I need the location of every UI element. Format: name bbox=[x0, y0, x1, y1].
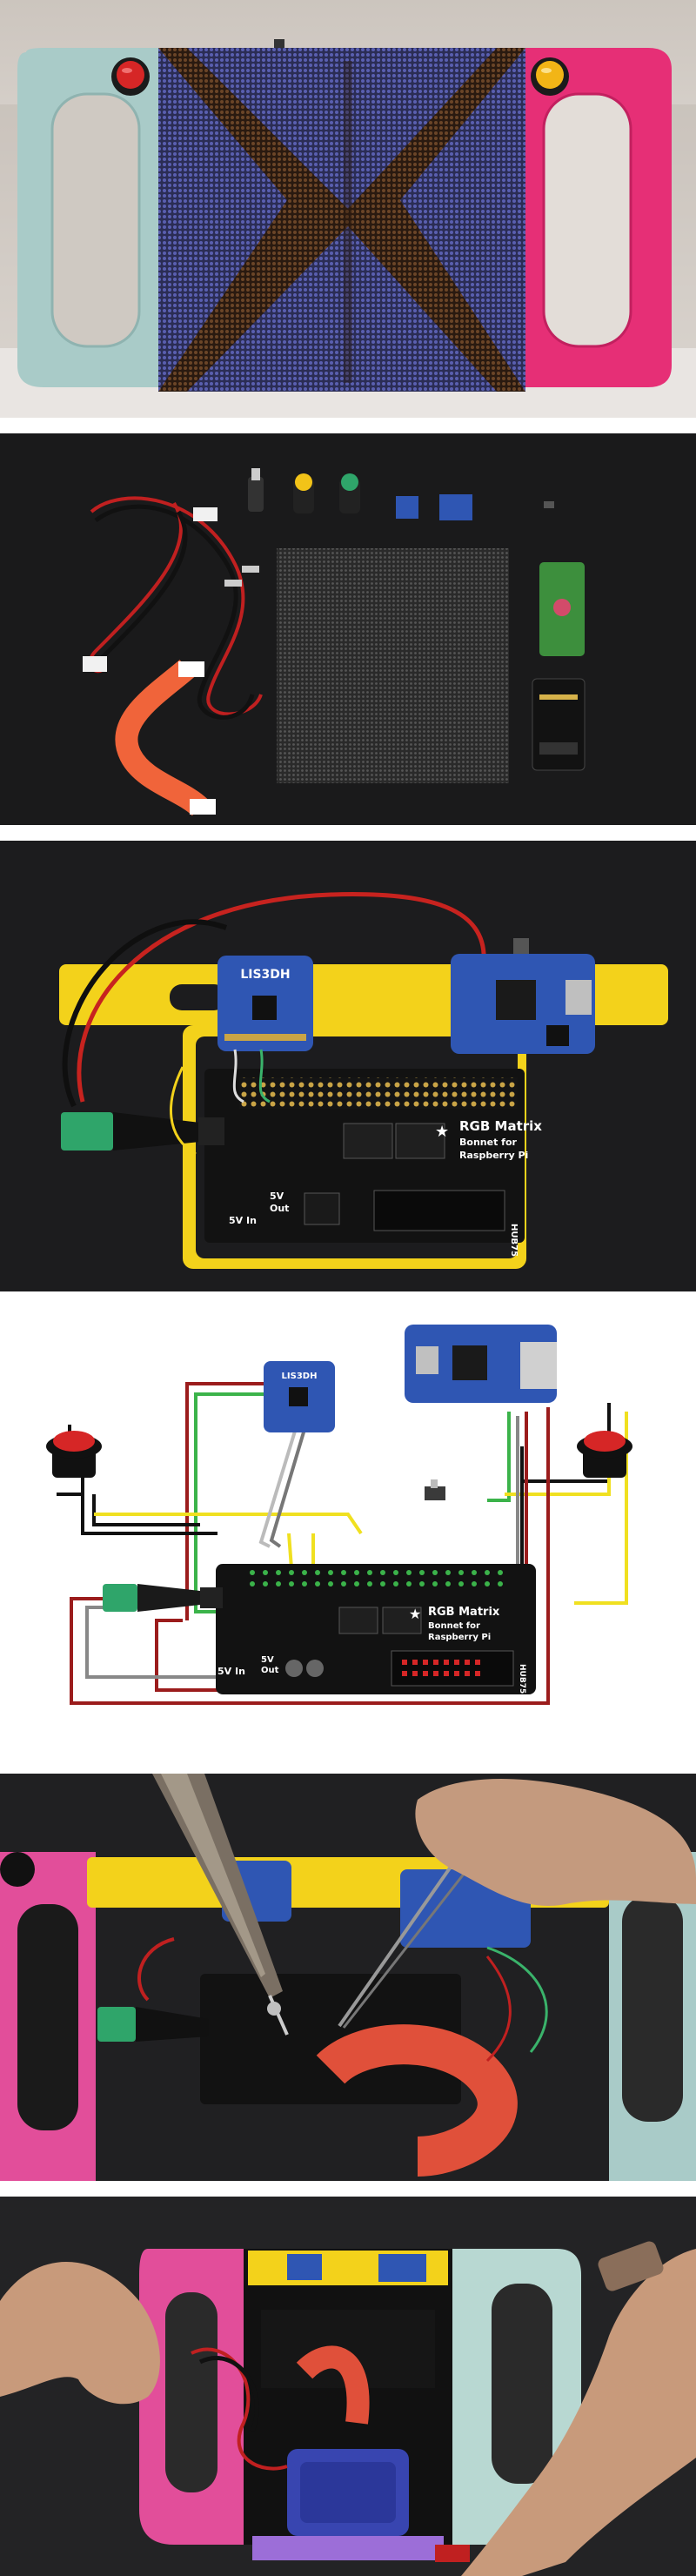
installation-illustration bbox=[0, 2197, 696, 2576]
powerboost-board bbox=[439, 494, 472, 520]
arcade-button-icon bbox=[577, 1431, 632, 1478]
wiring-diagram-illustration: LIS3DH bbox=[0, 1307, 696, 1758]
matrix-bonnet-board bbox=[532, 678, 586, 771]
black-wire bbox=[62, 919, 228, 1108]
soldering-photo bbox=[0, 1774, 696, 2181]
ribbon-cable bbox=[316, 2024, 518, 2177]
led-matrix-icon bbox=[277, 548, 509, 783]
slide-switch-icon bbox=[513, 938, 529, 954]
ribbon-cable bbox=[296, 2345, 370, 2425]
accelerometer-board bbox=[396, 496, 418, 519]
power-out-label2: Out bbox=[261, 1666, 279, 1675]
barrel-jack-icon bbox=[103, 1584, 223, 1612]
bonnet-label-line3: Raspberry Pi bbox=[428, 1633, 491, 1642]
ribbon-cable bbox=[115, 660, 216, 816]
adafruit-star-icon: ★ bbox=[435, 1123, 449, 1141]
assembled-circuit-illustration: LIS3DH RGB Matrix Bonnet for Raspberry P… bbox=[0, 841, 696, 1291]
power-in-label: 5V In bbox=[218, 1666, 245, 1677]
red-wire bbox=[77, 892, 486, 1103]
adafruit-star-icon: ★ bbox=[409, 1606, 421, 1622]
slide-switch-icon bbox=[544, 501, 554, 508]
arcade-button-icon bbox=[111, 57, 150, 96]
bonnet-label-line3: Raspberry Pi bbox=[459, 1150, 528, 1161]
slide-switch-icon bbox=[274, 39, 284, 48]
bonnet-label-line2: Bonnet for bbox=[428, 1621, 480, 1631]
led-matrix-icon bbox=[158, 48, 525, 392]
hand bbox=[415, 1779, 696, 1906]
arcade-button-icon bbox=[531, 57, 569, 96]
jst-connector bbox=[83, 656, 107, 672]
tweezers bbox=[338, 1850, 476, 2029]
assembled-circuit-photo: LIS3DH RGB Matrix Bonnet for Raspberry P… bbox=[0, 841, 696, 1291]
accelerometer-board bbox=[287, 2254, 322, 2280]
diagram-wires bbox=[57, 1382, 628, 1705]
finished-device-illustration bbox=[0, 0, 696, 418]
wiring-diagram: LIS3DH bbox=[0, 1307, 696, 1758]
hub-label: HUB75 bbox=[509, 1224, 519, 1257]
accelerometer-board: LIS3DH bbox=[218, 956, 313, 1051]
power-out-label2: Out bbox=[270, 1203, 289, 1214]
solder-joint bbox=[267, 2002, 281, 2016]
jst-connector bbox=[193, 507, 218, 521]
matrix-bonnet-board: ★ RGB Matrix Bonnet for Raspberry Pi 5V … bbox=[216, 1564, 536, 1694]
barrel-jack-icon bbox=[97, 2007, 136, 2042]
arcade-button-icon bbox=[46, 1431, 102, 1478]
power-connector bbox=[435, 2545, 470, 2562]
parts-flatlay-illustration bbox=[0, 433, 696, 825]
accelerometer-board: LIS3DH bbox=[264, 1361, 335, 1432]
installation-photo bbox=[0, 2197, 696, 2576]
spade-connector bbox=[224, 580, 242, 587]
matrix-bonnet-board bbox=[200, 1974, 461, 2104]
pink-grip bbox=[522, 48, 672, 387]
barrel-jack-icon bbox=[61, 1112, 224, 1150]
parts-flatlay-photo bbox=[0, 433, 696, 825]
matrix-bonnet-board: RGB Matrix Bonnet for Raspberry Pi ★ 5V … bbox=[204, 1069, 542, 1257]
hub-label: HUB75 bbox=[518, 1664, 526, 1694]
power-in-label: 5V In bbox=[229, 1215, 257, 1226]
bonnet-label-line2: Bonnet for bbox=[459, 1137, 517, 1148]
finished-device-photo bbox=[0, 0, 696, 418]
raspberry-pi-zero bbox=[539, 562, 585, 656]
power-out-label: 5V bbox=[270, 1191, 284, 1202]
powerboost-board bbox=[378, 2254, 426, 2282]
arcade-button-icon bbox=[0, 1852, 35, 1887]
left-hand bbox=[0, 2262, 160, 2405]
arcade-button-icon bbox=[293, 473, 314, 513]
power-out-label: 5V bbox=[261, 1655, 274, 1665]
soldering-illustration bbox=[0, 1774, 696, 2181]
accel-label: LIS3DH bbox=[240, 968, 290, 982]
accel-label: LIS3DH bbox=[282, 1372, 318, 1381]
powerboost-board bbox=[405, 1325, 557, 1403]
slide-switch-icon bbox=[425, 1479, 445, 1500]
right-hand bbox=[461, 2249, 696, 2576]
watch-band bbox=[598, 2241, 664, 2291]
case-base bbox=[252, 2536, 444, 2560]
arcade-button-icon bbox=[339, 473, 360, 513]
bonnet-label-line1: RGB Matrix bbox=[428, 1606, 500, 1619]
bonnet-label-line1: RGB Matrix bbox=[459, 1118, 542, 1134]
powerboost-board bbox=[451, 938, 595, 1054]
spade-connector bbox=[242, 566, 259, 573]
barrel-jack-icon bbox=[248, 468, 264, 512]
mint-grip bbox=[17, 48, 161, 387]
